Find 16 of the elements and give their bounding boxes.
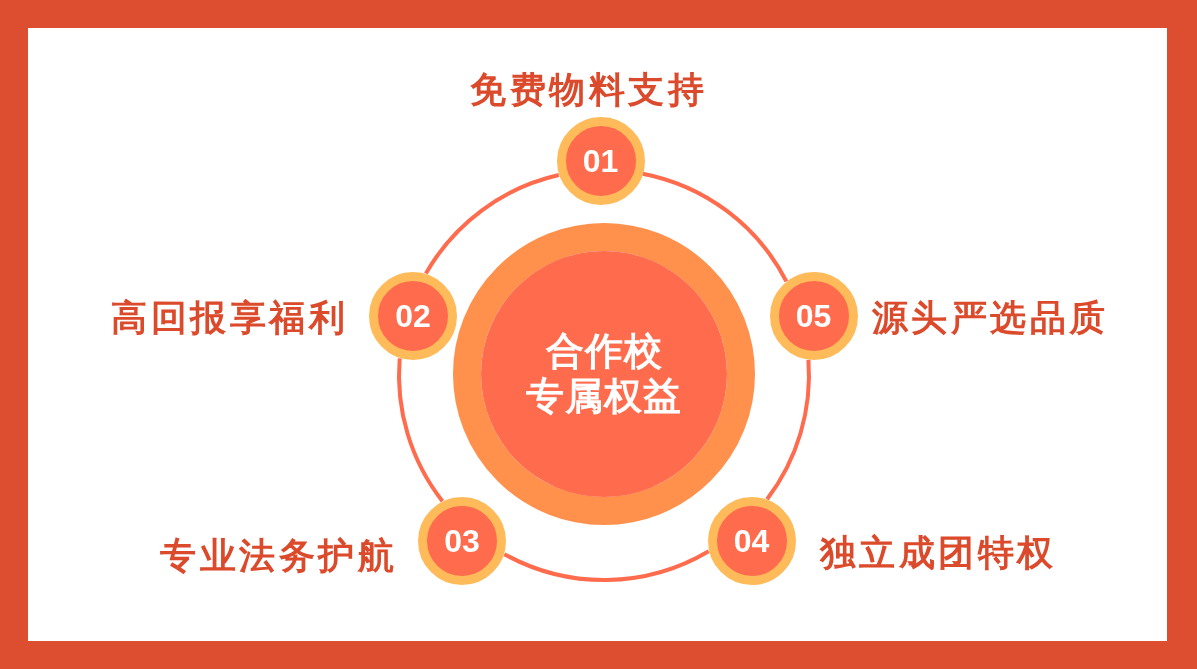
ring-arc: [503, 549, 710, 582]
ring-arc: [765, 359, 811, 501]
benefit-label: 免费物料支持: [470, 70, 707, 110]
step-number: 03: [444, 525, 480, 557]
benefit-label: 源头严选品质: [871, 298, 1109, 338]
benefit-label: 独立成团特权: [819, 533, 1057, 573]
step-number: 04: [733, 524, 770, 557]
ring-arc: [397, 358, 445, 503]
step-number: 02: [395, 300, 431, 332]
step-number: 05: [795, 300, 832, 332]
center-title: 合作校专属权益: [525, 328, 683, 419]
step-number: 01: [582, 145, 619, 177]
ring-arc: [424, 173, 560, 275]
ring-arc: [642, 171, 789, 283]
benefit-label: 高回报享福利: [111, 298, 348, 338]
benefit-label: 专业法务护航: [160, 536, 397, 576]
